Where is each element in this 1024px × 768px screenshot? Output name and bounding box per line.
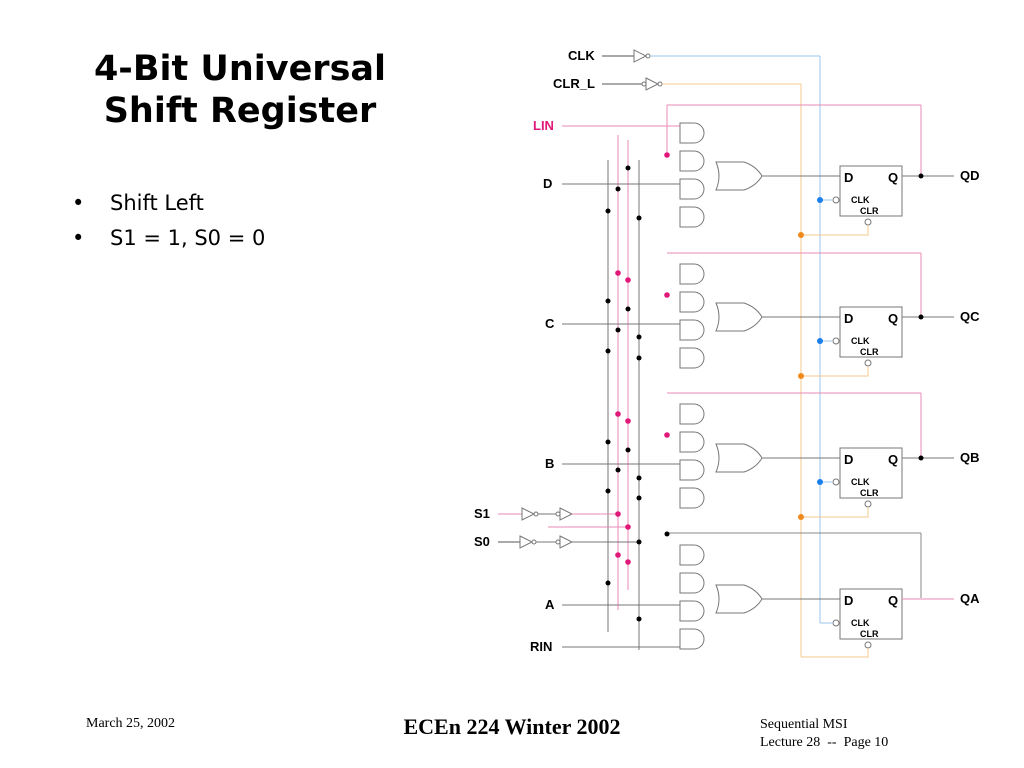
label-clk: CLK	[568, 48, 595, 63]
label-b: B	[545, 456, 554, 471]
output-qb: QB	[960, 450, 980, 465]
label-s0: S0	[474, 534, 490, 549]
bullet-text: S1 = 1, S0 = 0	[110, 226, 266, 250]
label-s1: S1	[474, 506, 490, 521]
label-clr-l: CLR_L	[553, 76, 595, 91]
label-a: A	[545, 597, 555, 612]
bullet-marker: •	[72, 226, 85, 250]
svg-text:D: D	[844, 452, 853, 467]
output-qa: QA	[960, 591, 980, 606]
output-qc: QC	[960, 309, 980, 324]
svg-text:CLR: CLR	[860, 206, 879, 216]
svg-text:CLK: CLK	[851, 195, 870, 205]
label-d: D	[543, 176, 552, 191]
svg-text:Q: Q	[888, 593, 898, 608]
bullet-item: • Shift Left	[72, 186, 265, 221]
svg-text:CLR: CLR	[860, 347, 879, 357]
svg-text:CLK: CLK	[851, 477, 870, 487]
output-qd: QD	[960, 168, 980, 183]
label-rin: RIN	[530, 639, 552, 654]
stage-a: A RIN	[530, 531, 840, 654]
clk-buffer-icon	[633, 49, 648, 63]
bullet-item: • S1 = 1, S0 = 0	[72, 221, 265, 256]
bullet-marker: •	[72, 191, 85, 215]
svg-text:CLR: CLR	[860, 488, 879, 498]
footer-course: ECEn 224 Winter 2002	[403, 714, 621, 739]
title-line-1: 4-Bit Universal	[93, 49, 387, 89]
bullet-list: • Shift Left • S1 = 1, S0 = 0	[72, 186, 265, 256]
flipflop-c: D Q CLK CLR QC	[798, 306, 980, 379]
clr-inverter-icon	[645, 77, 660, 91]
label-lin: LIN	[533, 118, 554, 133]
footer-page: Lecture 28 -- Page 10	[760, 735, 889, 750]
svg-text:CLR: CLR	[860, 629, 879, 639]
flipflop-b: D Q CLK CLR QB	[798, 447, 980, 520]
svg-text:CLK: CLK	[851, 336, 870, 346]
flipflop-a: D Q CLK CLR QA	[801, 588, 980, 658]
footer-topic: Sequential MSI	[760, 717, 848, 732]
bullet-text: Shift Left	[110, 191, 204, 215]
stage-d: D	[543, 122, 840, 228]
flipflop-d: D Q CLK CLR QD	[798, 165, 980, 238]
svg-text:D: D	[844, 593, 853, 608]
stage-c: C	[545, 263, 840, 369]
svg-text:Q: Q	[888, 170, 898, 185]
svg-text:Q: Q	[888, 452, 898, 467]
s0-inverter-icon	[519, 535, 534, 549]
slide-title: 4-Bit Universal Shift Register	[60, 48, 420, 132]
svg-text:CLK: CLK	[851, 618, 870, 628]
label-c: C	[545, 316, 555, 331]
footer-date: March 25, 2002	[86, 716, 176, 731]
svg-text:D: D	[844, 311, 853, 326]
stage-b: B	[545, 403, 840, 509]
svg-text:D: D	[844, 170, 853, 185]
s1-inverter-icon	[521, 507, 536, 521]
footer-page-info: Sequential MSI Lecture 28 -- Page 10	[760, 716, 888, 752]
title-line-2: Shift Register	[103, 91, 377, 131]
svg-text:Q: Q	[888, 311, 898, 326]
